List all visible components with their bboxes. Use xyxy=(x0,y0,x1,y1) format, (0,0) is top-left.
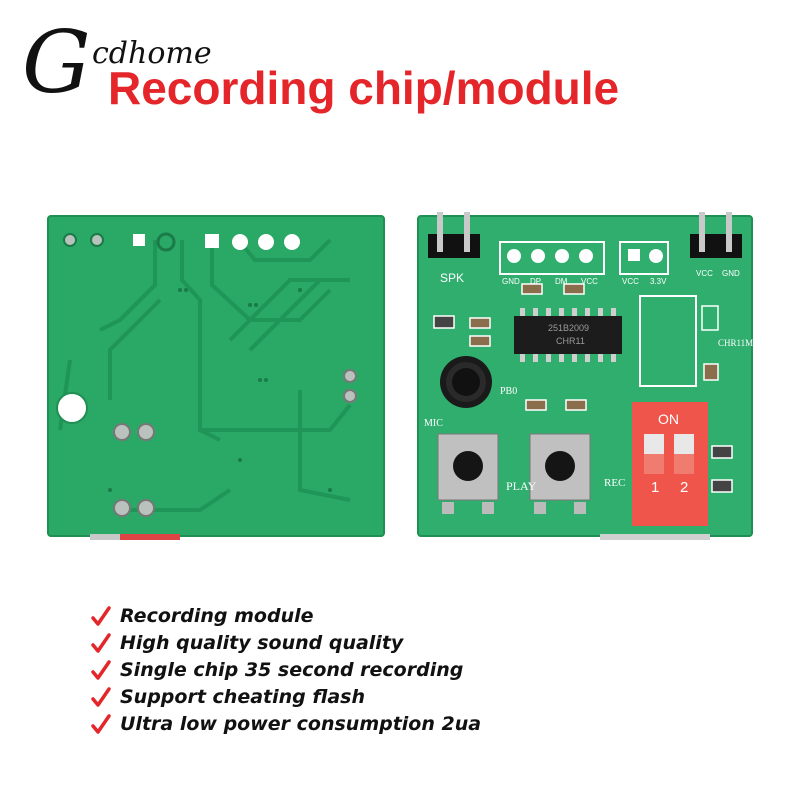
feature-item: High quality sound quality xyxy=(90,629,481,656)
logo-text: cdhome xyxy=(92,36,212,71)
label-vcc: VCC xyxy=(581,277,598,286)
label-gnd: GND xyxy=(722,269,740,278)
chip-code: 251B2009 xyxy=(548,323,589,333)
dip-switch: ON 1 2 xyxy=(632,402,708,526)
label-dm: DM xyxy=(555,277,568,286)
checkmark-icon xyxy=(91,632,111,653)
feature-item: Ultra low power consumption 2ua xyxy=(90,710,481,737)
label-rec: REC xyxy=(604,477,625,489)
feature-label: Single chip 35 second recording xyxy=(120,658,464,681)
feature-label: Support cheating flash xyxy=(120,685,365,708)
checkmark-icon xyxy=(91,713,111,734)
recording-chip: 251B2009 CHR11 xyxy=(514,316,622,354)
switch-2-label: 2 xyxy=(680,479,688,496)
chip-name: CHR11 xyxy=(556,336,585,346)
brand-logo: G cdhome xyxy=(22,18,262,108)
label-dp: DP xyxy=(530,277,541,286)
feature-list: Recording module High quality sound qual… xyxy=(90,602,481,737)
feature-item: Single chip 35 second recording xyxy=(90,656,481,683)
checkmark-icon xyxy=(91,605,111,626)
product-photo: SPK GND DP DM VCC VCC 3.3V VCC GND xyxy=(47,212,769,540)
feature-item: Support cheating flash xyxy=(90,683,481,710)
power-header xyxy=(690,212,742,258)
label-pb0: PB0 xyxy=(500,386,517,397)
feature-label: High quality sound quality xyxy=(120,631,404,654)
product-headline: Recording chip/module xyxy=(108,62,620,114)
rec-button xyxy=(529,433,591,514)
label-play: PLAY xyxy=(506,479,537,493)
checkmark-icon xyxy=(91,659,111,680)
switch-1-label: 1 xyxy=(651,479,659,496)
feature-label: Ultra low power consumption 2ua xyxy=(120,712,482,735)
feature-label: Recording module xyxy=(120,604,314,627)
feature-item: Recording module xyxy=(90,602,481,629)
pcb-back-board xyxy=(47,215,385,540)
label-mic: MIC xyxy=(424,418,443,429)
label-vcc: VCC xyxy=(696,269,713,278)
spk-header xyxy=(428,212,480,258)
label-gnd: GND xyxy=(502,277,520,286)
label-model: CHR11M_V3 xyxy=(718,338,769,348)
pcb-front-board: SPK GND DP DM VCC VCC 3.3V VCC GND xyxy=(417,212,769,540)
switch-on-label: ON xyxy=(658,411,679,427)
label-vcc: VCC xyxy=(622,277,639,286)
play-button xyxy=(437,433,499,514)
logo-letter: G xyxy=(22,13,91,113)
label-3v3: 3.3V xyxy=(650,277,667,286)
microphone xyxy=(440,356,492,408)
checkmark-icon xyxy=(91,686,111,707)
label-spk: SPK xyxy=(440,271,464,285)
